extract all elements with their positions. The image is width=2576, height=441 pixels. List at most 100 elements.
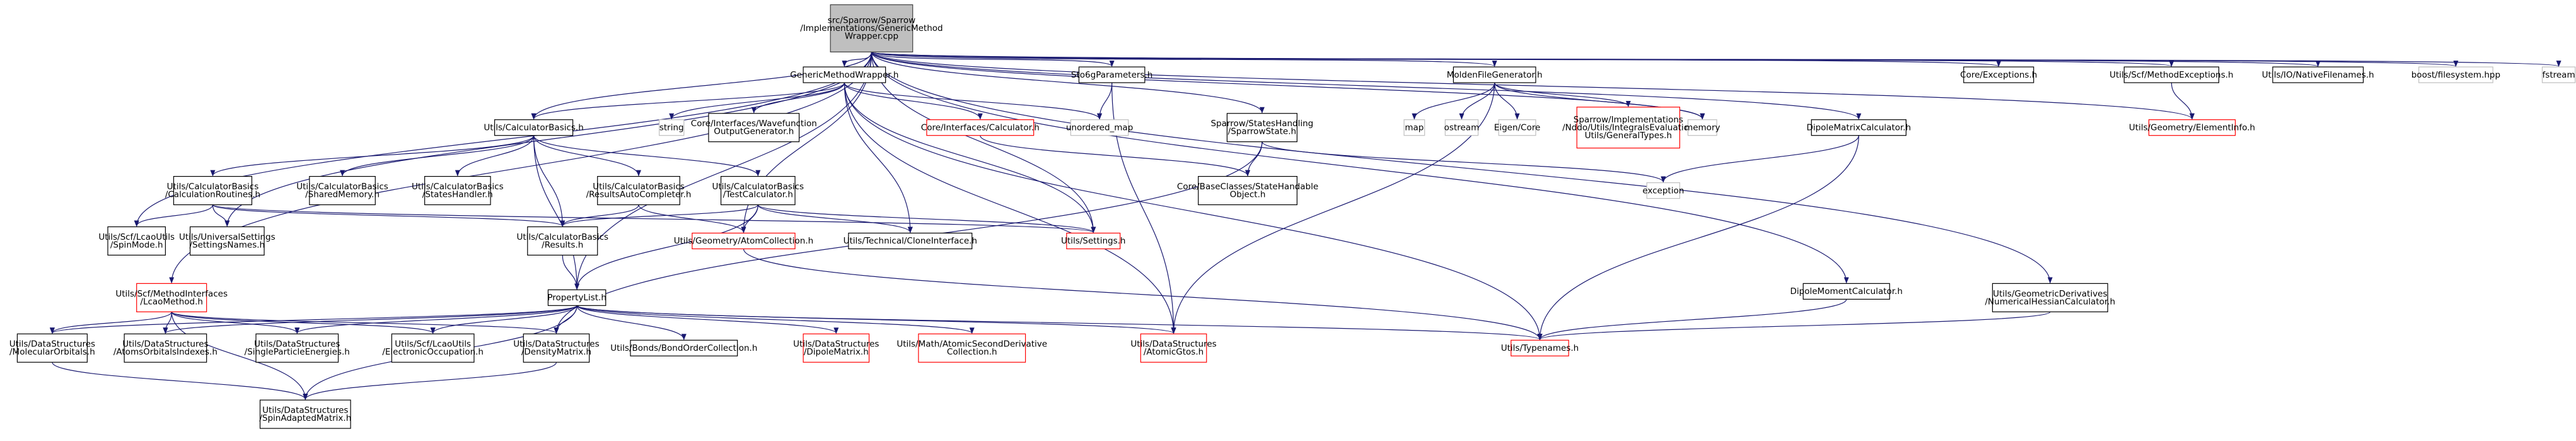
node-label: /Nddo/Utils/IntegralsEvaluation bbox=[1562, 122, 1694, 132]
node-box bbox=[136, 283, 207, 312]
node-scf-exc[interactable]: Utils/Scf/MethodExceptions.h bbox=[2109, 66, 2234, 83]
node-shared-memory[interactable]: Utils/CalculatorBasics/SharedMemory.h bbox=[296, 176, 388, 206]
edge-calc-basics-to-shared-memory bbox=[340, 135, 535, 177]
node-label: Utils/DataStructures bbox=[254, 339, 340, 350]
node-wavefunction[interactable]: Core/Interfaces/WavefunctionOutputGenera… bbox=[691, 113, 817, 143]
edge-lcao-method-to-density-matrix bbox=[171, 311, 559, 334]
node-label: /ResultsAutoCompleter.h bbox=[586, 190, 692, 200]
node-label: exception bbox=[1642, 185, 1684, 196]
edge-root-to-calc-basics bbox=[531, 52, 873, 120]
edge-property-list-to-atomic-second-derivative bbox=[576, 305, 975, 334]
edge-test-calculator-to-property-list bbox=[574, 204, 758, 290]
file-nodes: src/Sparrow/Sparrow/Implementations/Gene… bbox=[9, 4, 2576, 429]
node-settings[interactable]: Utils/Settings.h bbox=[1061, 232, 1126, 250]
node-label: DipoleMomentCalculator.h bbox=[1790, 286, 1903, 297]
node-clone-interface[interactable]: Utils/Technical/CloneInterface.h bbox=[844, 232, 977, 250]
node-label: Utils/CalculatorBasics.h bbox=[484, 122, 583, 132]
node-gmw-h[interactable]: GenericMethodWrapper.h bbox=[790, 66, 898, 83]
node-atoms-orbitals-indexes[interactable]: Utils/DataStructures/AtomsOrbitalsIndexe… bbox=[113, 333, 218, 363]
node-label: Object.h bbox=[1230, 190, 1266, 200]
node-map: map bbox=[1403, 119, 1425, 136]
edge-root-to-dipole-matrix-calc bbox=[871, 52, 1862, 120]
node-box bbox=[309, 176, 376, 206]
node-label: Utils/Bonds/BondOrderCollection.h bbox=[610, 343, 757, 353]
node-sto6g[interactable]: Sto6gParameters.h bbox=[1071, 66, 1152, 83]
node-core-exc[interactable]: Core/Exceptions.h bbox=[1960, 66, 2037, 83]
node-box bbox=[659, 119, 685, 136]
edge-calc-basics-to-property-list bbox=[533, 135, 580, 290]
edge-test-calculator-to-settings bbox=[757, 204, 1096, 233]
node-molecular-orbitals[interactable]: Utils/DataStructures/MolecularOrbitals.h bbox=[9, 333, 95, 363]
node-label: Sto6gParameters.h bbox=[1071, 70, 1152, 80]
node-spin-adapted-matrix[interactable]: Utils/DataStructures/SpinAdaptedMatrix.h bbox=[259, 399, 351, 429]
node-label: /SingleParticleEnergies.h bbox=[245, 347, 350, 357]
node-electronic-occupation[interactable]: Utils/Scf/LcaoUtils/ElectronicOccupation… bbox=[382, 333, 484, 363]
node-box bbox=[1403, 119, 1425, 136]
node-calc-basics[interactable]: Utils/CalculatorBasics.h bbox=[484, 119, 584, 136]
node-box bbox=[391, 333, 475, 363]
edge-calc-basics-to-calc-results bbox=[533, 135, 566, 227]
edge-gmw-h-to-atomic-gtos bbox=[844, 83, 1176, 334]
node-bond-order[interactable]: Utils/Bonds/BondOrderCollection.h bbox=[610, 339, 757, 356]
edge-lcao-method-to-molecular-orbitals bbox=[49, 312, 172, 334]
node-box bbox=[692, 232, 796, 250]
node-calc-results[interactable]: Utils/CalculatorBasics/Results.h bbox=[516, 226, 608, 256]
node-settings-names[interactable]: Utils/UniversalSettings/SettingsNames.h bbox=[179, 226, 276, 256]
node-ostream: ostream bbox=[1444, 119, 1479, 136]
node-states-handling[interactable]: Sparrow/StatesHandling/SparrowState.h bbox=[1210, 113, 1313, 143]
node-states-handler[interactable]: Utils/CalculatorBasics/StatesHandler.h bbox=[412, 176, 504, 206]
node-box bbox=[803, 333, 870, 363]
node-io-native[interactable]: Utils/IO/NativeFilenames.h bbox=[2262, 66, 2374, 83]
node-label: /TestCalculator.h bbox=[723, 190, 793, 200]
node-label: DipoleMatrixCalculator.h bbox=[1806, 122, 1911, 132]
node-density-matrix[interactable]: Utils/DataStructures/DensityMatrix.h bbox=[513, 333, 600, 363]
node-box bbox=[2541, 66, 2576, 83]
node-single-particle-energies[interactable]: Utils/DataStructures/SingleParticleEnerg… bbox=[245, 333, 350, 363]
node-string: string bbox=[659, 119, 685, 136]
node-label: Utils/Scf/LcaoUtils bbox=[98, 232, 175, 242]
node-atomic-second-derivative[interactable]: Utils/Math/AtomicSecondDerivativeCollect… bbox=[896, 333, 1047, 363]
node-box bbox=[1066, 232, 1121, 250]
node-test-calculator[interactable]: Utils/CalculatorBasics/TestCalculator.h bbox=[712, 176, 804, 206]
node-label: Utils/CalculatorBasics bbox=[167, 182, 259, 192]
node-label: Utils/CalculatorBasics bbox=[593, 182, 685, 192]
node-label: /MolecularOrbitals.h bbox=[9, 347, 95, 357]
node-dipole-matrix-calc[interactable]: DipoleMatrixCalculator.h bbox=[1806, 119, 1911, 136]
node-atom-collection[interactable]: Utils/Geometry/AtomCollection.h bbox=[674, 232, 813, 250]
node-label: /SparrowState.h bbox=[1228, 127, 1296, 137]
edge-calc-results-to-property-list bbox=[562, 255, 580, 290]
node-box bbox=[255, 333, 339, 363]
node-hessian-calc[interactable]: Utils/GeometricDerivatives/NumericalHess… bbox=[1985, 283, 2115, 312]
node-core-calc[interactable]: Core/Interfaces/Calculator.h bbox=[921, 119, 1040, 136]
edge-results-autocompleter-to-atom-collection bbox=[638, 204, 746, 233]
node-label: fstream bbox=[2543, 70, 2575, 80]
node-molden[interactable]: MoldenFileGenerator.h bbox=[1447, 66, 1543, 83]
node-results-autocompleter[interactable]: Utils/CalculatorBasics/ResultsAutoComple… bbox=[586, 176, 692, 206]
node-label: string bbox=[659, 122, 684, 132]
edge-calc-basics-to-test-calculator bbox=[533, 135, 761, 177]
edge-density-matrix-to-spin-adapted-matrix bbox=[303, 362, 557, 401]
node-lcao-method[interactable]: Utils/Scf/MethodInterfaces/LcaoMethod.h bbox=[115, 283, 228, 312]
node-label: src/Sparrow/Sparrow bbox=[828, 16, 915, 26]
node-box bbox=[259, 399, 351, 429]
node-label: Utils/DataStructures bbox=[1130, 339, 1216, 350]
node-element-info[interactable]: Utils/Geometry/ElementInfo.h bbox=[2129, 119, 2255, 136]
node-box bbox=[2123, 66, 2220, 83]
node-label: Utils/Typenames.h bbox=[1501, 343, 1579, 353]
node-dipole-matrix[interactable]: Utils/DataStructures/DipoleMatrix.h bbox=[793, 333, 879, 363]
edge-dipole-matrix-calc-to-exception bbox=[1661, 135, 1859, 183]
node-calc-routines[interactable]: Utils/CalculatorBasics/CalculationRoutin… bbox=[165, 176, 260, 206]
node-label: memory bbox=[1685, 122, 1720, 132]
node-general-types[interactable]: Sparrow/Implementations/Nddo/Utils/Integ… bbox=[1562, 107, 1694, 149]
node-label: Utils/DataStructures bbox=[9, 339, 95, 350]
node-atomic-gtos[interactable]: Utils/DataStructures/AtomicGtos.h bbox=[1130, 333, 1217, 363]
node-label: /ElectronicOccupation.h bbox=[382, 347, 484, 357]
node-typenames[interactable]: Utils/Typenames.h bbox=[1501, 339, 1579, 356]
node-root[interactable]: src/Sparrow/Sparrow/Implementations/Gene… bbox=[800, 4, 943, 52]
node-label: Utils/Geometry/AtomCollection.h bbox=[674, 236, 813, 246]
edge-dipole-matrix-calc-to-typenames bbox=[1537, 135, 1859, 341]
node-spin-mode[interactable]: Utils/Scf/LcaoUtils/SpinMode.h bbox=[98, 226, 175, 256]
node-dipole-moment-calc[interactable]: DipoleMomentCalculator.h bbox=[1790, 283, 1903, 300]
node-property-list[interactable]: PropertyList.h bbox=[547, 289, 606, 306]
